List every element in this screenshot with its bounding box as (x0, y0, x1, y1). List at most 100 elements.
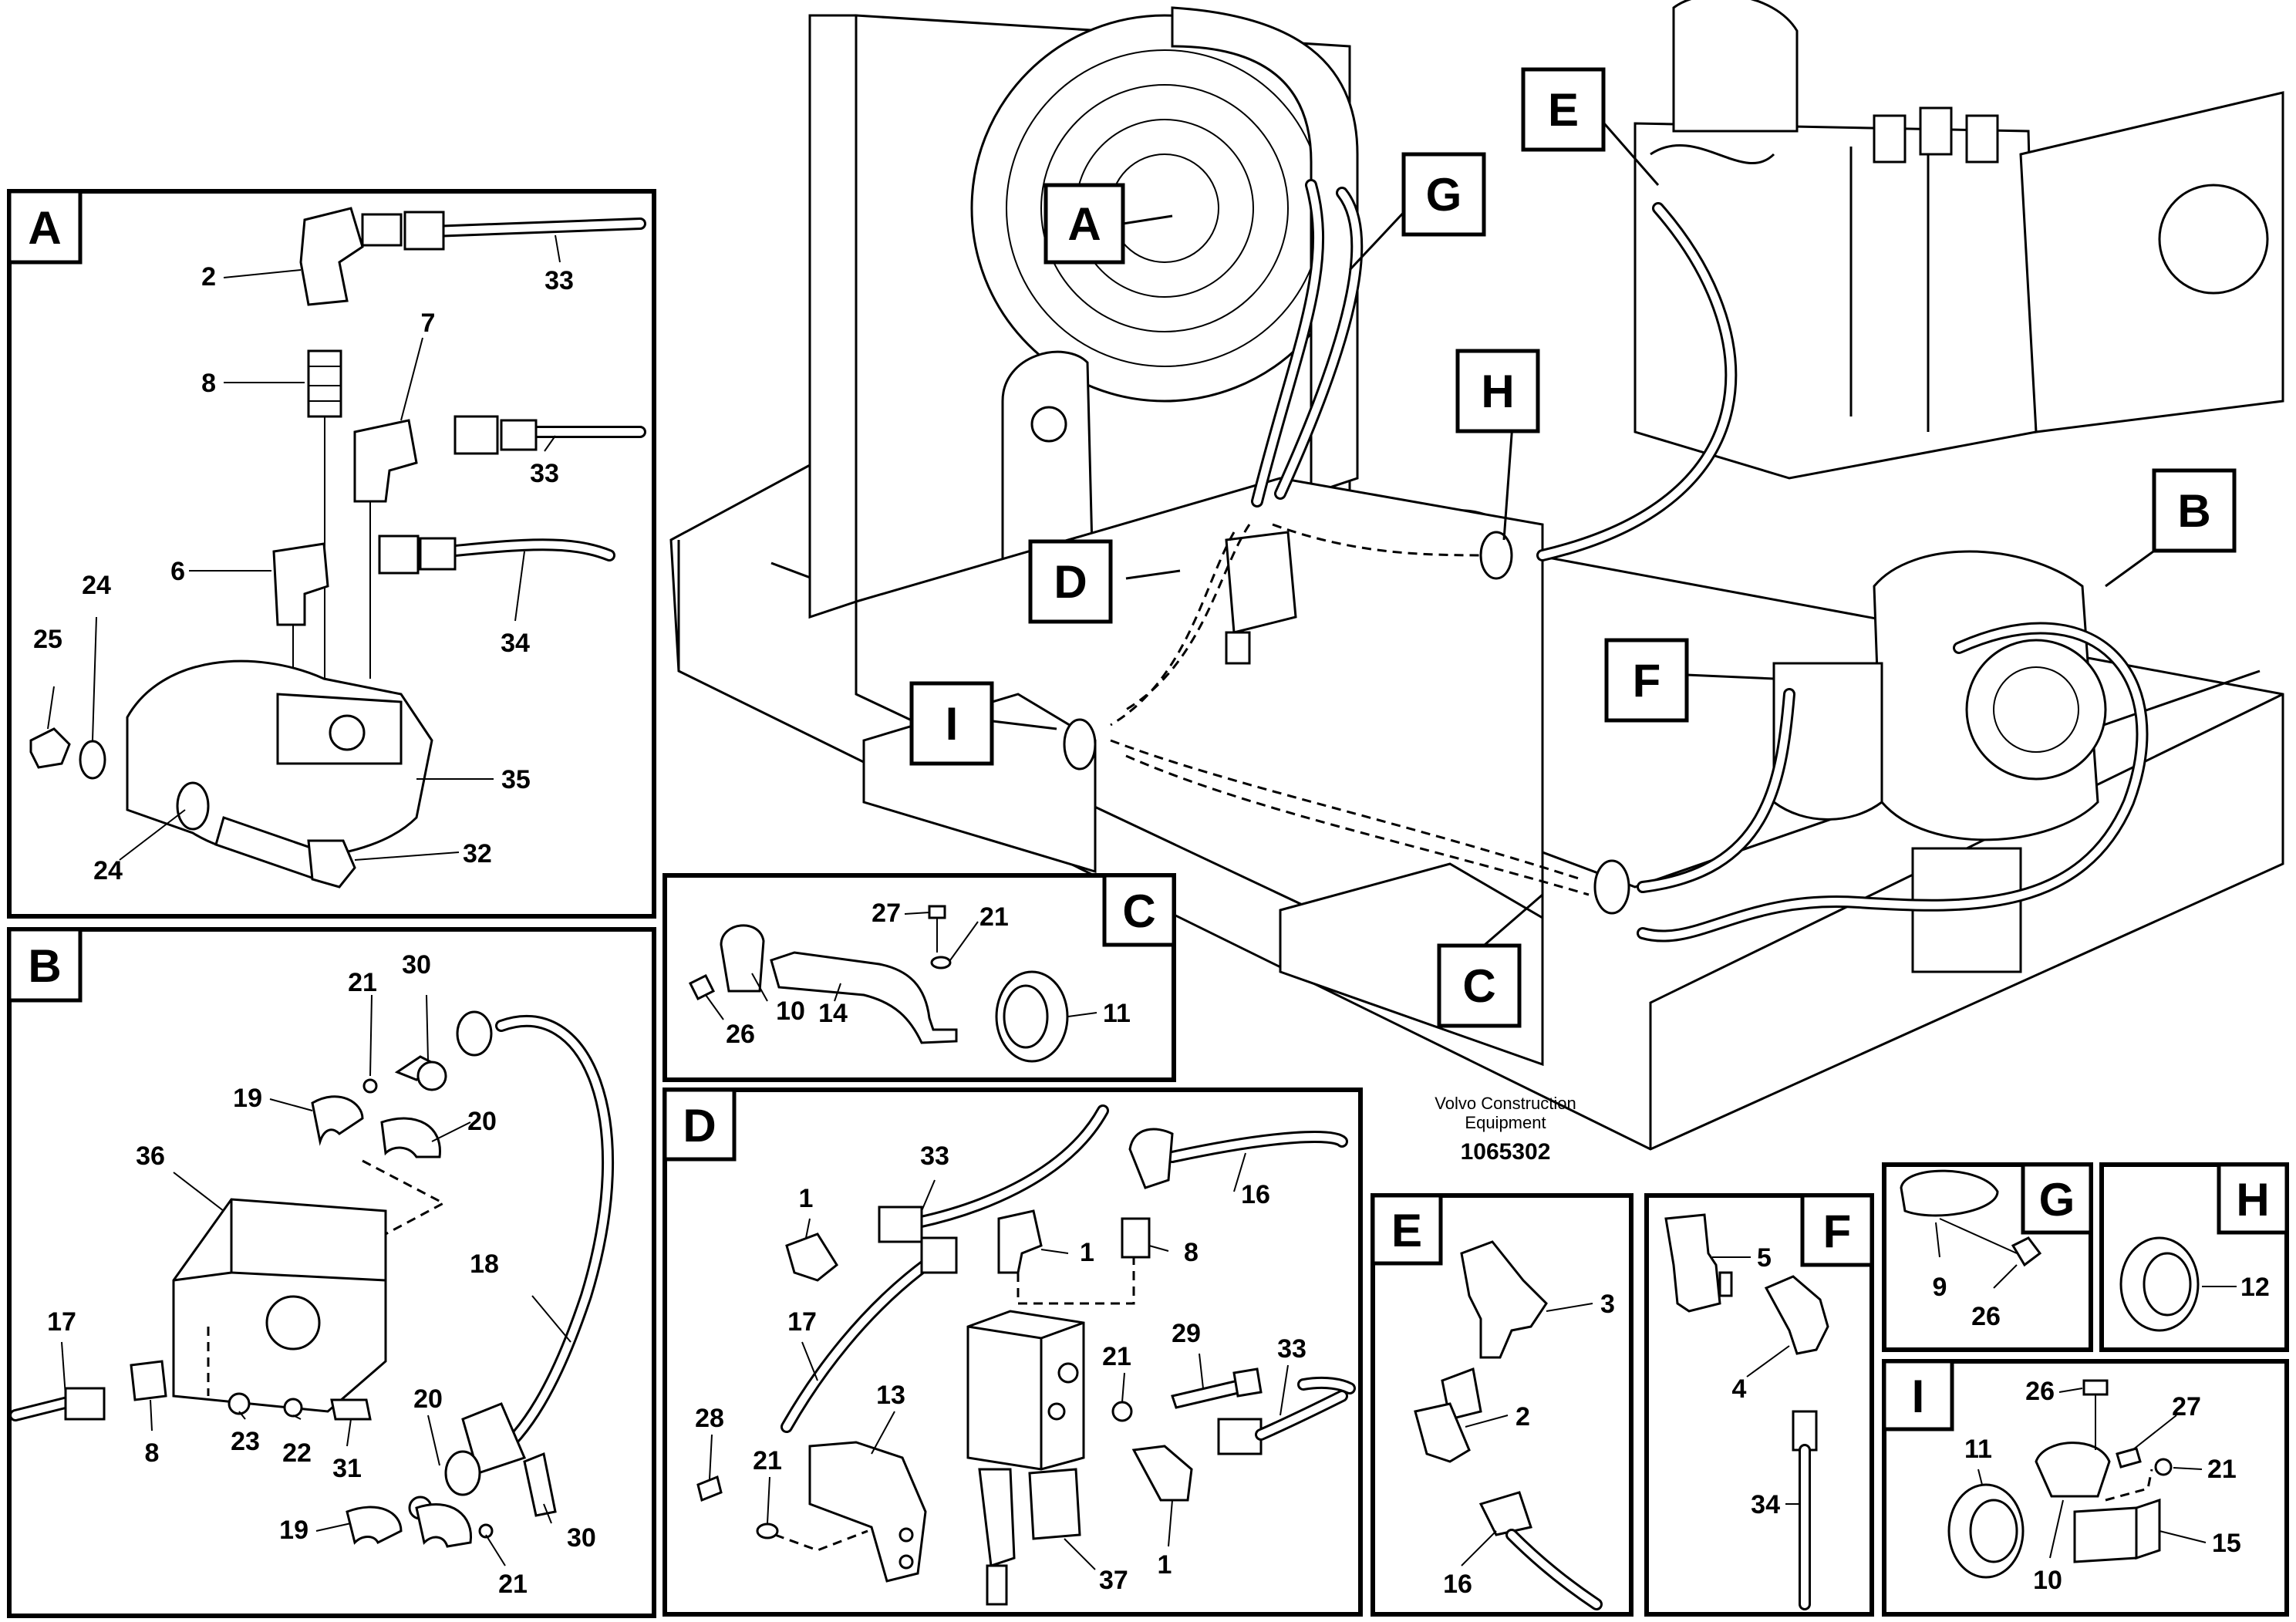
grommet-h (1479, 531, 1513, 580)
svg-text:D: D (1054, 556, 1087, 608)
overview-callout-f[interactable]: F (1604, 638, 1689, 723)
svg-text:H: H (1481, 366, 1514, 417)
label-d-1-bottom: 1 (1158, 1550, 1172, 1580)
label-i-11: 11 (1964, 1435, 1992, 1464)
label-d-8: 8 (1184, 1238, 1199, 1267)
label-f-34: 34 (1751, 1490, 1780, 1519)
label-a-25: 25 (33, 625, 62, 654)
label-i-27: 27 (2172, 1392, 2201, 1421)
label-b-23: 23 (231, 1427, 260, 1456)
label-b-17: 17 (47, 1307, 76, 1337)
label-c-11: 11 (1103, 999, 1131, 1028)
drawing-caption: Volvo Construction Equipment 1065302 (1435, 1094, 1576, 1165)
detail-panel-d: D (663, 1088, 1363, 1617)
label-c-27: 27 (872, 899, 901, 928)
detail-panel-b: B (7, 927, 656, 1618)
overview-callout-h[interactable]: H (1455, 349, 1540, 433)
svg-text:C: C (1462, 960, 1495, 1012)
overview-callout-i[interactable]: I (909, 681, 994, 766)
label-e-16: 16 (1443, 1570, 1472, 1599)
label-b-20-bottom: 20 (413, 1384, 443, 1414)
overview-callout-b[interactable]: B (2152, 468, 2237, 553)
label-d-16: 16 (1241, 1180, 1270, 1209)
label-i-10: 10 (2033, 1566, 2062, 1595)
label-a-7: 7 (421, 309, 436, 338)
label-e-2: 2 (1515, 1402, 1530, 1431)
pointer-e (1603, 123, 1660, 186)
label-e-3: 3 (1600, 1290, 1615, 1319)
label-h-12: 12 (2240, 1273, 2270, 1302)
svg-text:E: E (1548, 84, 1579, 136)
detail-panel-h: H 12 (2099, 1162, 2289, 1352)
detail-panel-i: I 26 27 11 21 10 15 (1882, 1359, 2289, 1617)
grommet-c (1593, 859, 1630, 915)
pointer-c (1484, 893, 1543, 946)
label-c-21: 21 (979, 902, 1009, 932)
valve-cap (1672, 0, 1799, 133)
label-g-26: 26 (1971, 1302, 2001, 1331)
cross-member (855, 477, 1544, 1020)
pointer-a (1122, 214, 1173, 225)
panel-e-letter: E (1391, 1205, 1422, 1256)
label-c-10: 10 (776, 996, 805, 1026)
label-a-33-mid: 33 (530, 459, 559, 488)
label-d-33-top: 33 (920, 1141, 949, 1171)
valve-block-d (966, 1310, 1085, 1471)
pointer-g (1348, 207, 1409, 271)
fan-guard (1171, 6, 1359, 496)
label-c-14: 14 (818, 999, 848, 1028)
overview-callout-c[interactable]: C (1437, 943, 1522, 1028)
panel-i-letter: I (1912, 1371, 1925, 1422)
label-g-9: 9 (1933, 1273, 1947, 1302)
label-d-1-mid: 1 (1080, 1238, 1094, 1267)
label-i-26: 26 (2025, 1377, 2055, 1406)
overview-callout-d[interactable]: D (1028, 539, 1113, 624)
label-d-21-right: 21 (1102, 1342, 1131, 1371)
label-b-36: 36 (136, 1141, 165, 1171)
overview-callout-e[interactable]: E (1521, 67, 1606, 152)
label-b-21-bottom: 21 (498, 1570, 528, 1599)
overview-callout-g[interactable]: G (1401, 152, 1486, 237)
label-b-30-bottom: 30 (567, 1523, 596, 1553)
engine-cover-disc (2158, 184, 2269, 295)
panel-d-letter: D (683, 1100, 716, 1152)
detail-panel-c: C 27 21 26 10 14 11 (663, 873, 1176, 1082)
overview-callout-a[interactable]: A (1043, 183, 1125, 265)
label-a-33-top: 33 (544, 266, 574, 295)
label-a-32: 32 (463, 839, 492, 868)
filter-housing (1772, 662, 1883, 821)
engine-panel (2019, 91, 2284, 433)
label-d-37: 37 (1099, 1566, 1128, 1595)
label-b-18: 18 (470, 1249, 499, 1279)
svg-text:G: G (1426, 169, 1462, 221)
label-f-4: 4 (1732, 1374, 1747, 1404)
panel-g-letter: G (2039, 1174, 2075, 1226)
panel-c-letter: C (1122, 885, 1155, 937)
label-a-24-bottom: 24 (93, 856, 123, 885)
label-d-29: 29 (1172, 1319, 1201, 1348)
detail-panel-a: A (7, 189, 656, 919)
svg-text:F: F (1633, 655, 1661, 706)
label-b-8: 8 (145, 1438, 160, 1468)
label-a-35: 35 (501, 765, 531, 794)
panel-f-letter: F (1823, 1206, 1852, 1257)
label-b-22: 22 (282, 1438, 312, 1468)
main-valve-block (1633, 122, 2038, 480)
detail-panel-g: G 9 26 (1882, 1162, 2093, 1352)
label-i-15: 15 (2212, 1529, 2241, 1558)
label-d-17: 17 (787, 1307, 817, 1337)
overview-valve (1225, 531, 1297, 634)
brand-line-2: Equipment (1465, 1113, 1546, 1132)
svg-text:A: A (1067, 198, 1101, 250)
pointer-f (1686, 673, 1775, 680)
panel-a-letter: A (28, 202, 61, 254)
label-a-34: 34 (501, 629, 530, 658)
label-b-21-top: 21 (348, 968, 377, 997)
radiator-side (808, 14, 858, 619)
label-a-2: 2 (201, 262, 216, 292)
label-f-5: 5 (1757, 1243, 1772, 1273)
label-d-33-right: 33 (1277, 1334, 1306, 1364)
label-b-19-top: 19 (233, 1084, 262, 1113)
svg-text:I: I (946, 698, 959, 750)
